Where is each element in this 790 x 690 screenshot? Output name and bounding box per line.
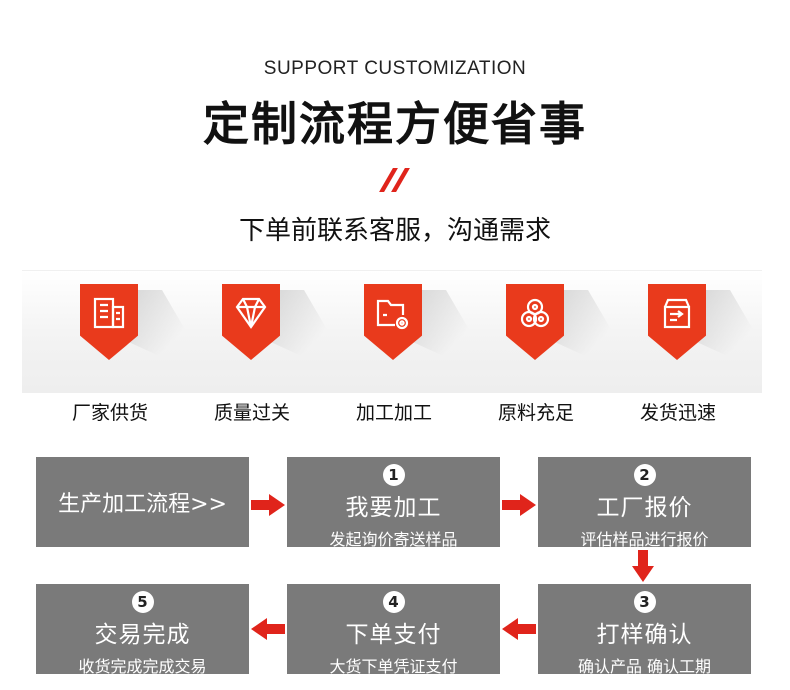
feature-factory bbox=[50, 284, 190, 374]
step-title: 工厂报价 bbox=[596, 495, 693, 521]
diamond-icon bbox=[235, 297, 267, 329]
feature-processing bbox=[334, 284, 474, 374]
tagline: 下单前联系客服，沟通需求 bbox=[238, 216, 551, 246]
process-start-box: 生产加工流程>> bbox=[36, 457, 249, 547]
pipes-bundle-icon bbox=[520, 298, 550, 328]
feature-materials bbox=[476, 284, 616, 374]
step-number: 2 bbox=[633, 464, 656, 486]
process-step-4: 4 下单支付 大货下单凭证支付 bbox=[287, 584, 500, 676]
arrow-left-icon bbox=[251, 618, 285, 640]
factory-building-icon bbox=[93, 297, 125, 329]
step-subtitle: 发起询价寄送样品 bbox=[329, 530, 458, 549]
step-subtitle: 收货完成完成交易 bbox=[78, 657, 207, 676]
feature-shipping bbox=[618, 284, 758, 374]
step-number: 1 bbox=[382, 464, 405, 486]
step-subtitle: 评估样品进行报价 bbox=[580, 530, 709, 549]
process-step-1: 1 我要加工 发起询价寄送样品 bbox=[287, 457, 500, 549]
arrow-right-icon bbox=[251, 494, 285, 516]
arrow-right-icon bbox=[502, 494, 536, 516]
step-title: 打样确认 bbox=[596, 622, 693, 648]
arrow-left-icon bbox=[502, 618, 536, 640]
step-number: 5 bbox=[131, 591, 154, 613]
feature-quality bbox=[192, 284, 332, 374]
feature-label-factory: 厂家供货 bbox=[71, 402, 148, 424]
step-number: 3 bbox=[633, 591, 656, 613]
delivery-box-icon bbox=[663, 298, 691, 329]
step-title: 交易完成 bbox=[94, 622, 191, 648]
slash-divider-icon bbox=[378, 168, 412, 192]
step-subtitle: 大货下单凭证支付 bbox=[329, 657, 458, 676]
step-title: 下单支付 bbox=[345, 622, 442, 648]
step-title: 我要加工 bbox=[345, 495, 442, 521]
feature-label-processing: 加工加工 bbox=[355, 402, 432, 424]
folder-gear-icon bbox=[376, 299, 409, 330]
step-number: 4 bbox=[382, 591, 405, 613]
feature-label-quality: 质量过关 bbox=[213, 402, 290, 424]
arrow-down-icon bbox=[632, 550, 654, 582]
process-step-3: 3 打样确认 确认产品 确认工期 bbox=[538, 584, 751, 676]
step-subtitle: 确认产品 确认工期 bbox=[577, 657, 712, 676]
process-step-5: 5 交易完成 收货完成完成交易 bbox=[36, 584, 249, 676]
feature-label-shipping: 发货迅速 bbox=[639, 402, 716, 424]
feature-label-materials: 原料充足 bbox=[497, 402, 574, 424]
process-step-2: 2 工厂报价 评估样品进行报价 bbox=[538, 457, 751, 549]
subtitle-english: SUPPORT CUSTOMIZATION bbox=[263, 58, 527, 79]
page-title: 定制流程方便省事 bbox=[203, 97, 587, 151]
process-start-label: 生产加工流程>> bbox=[58, 492, 227, 517]
